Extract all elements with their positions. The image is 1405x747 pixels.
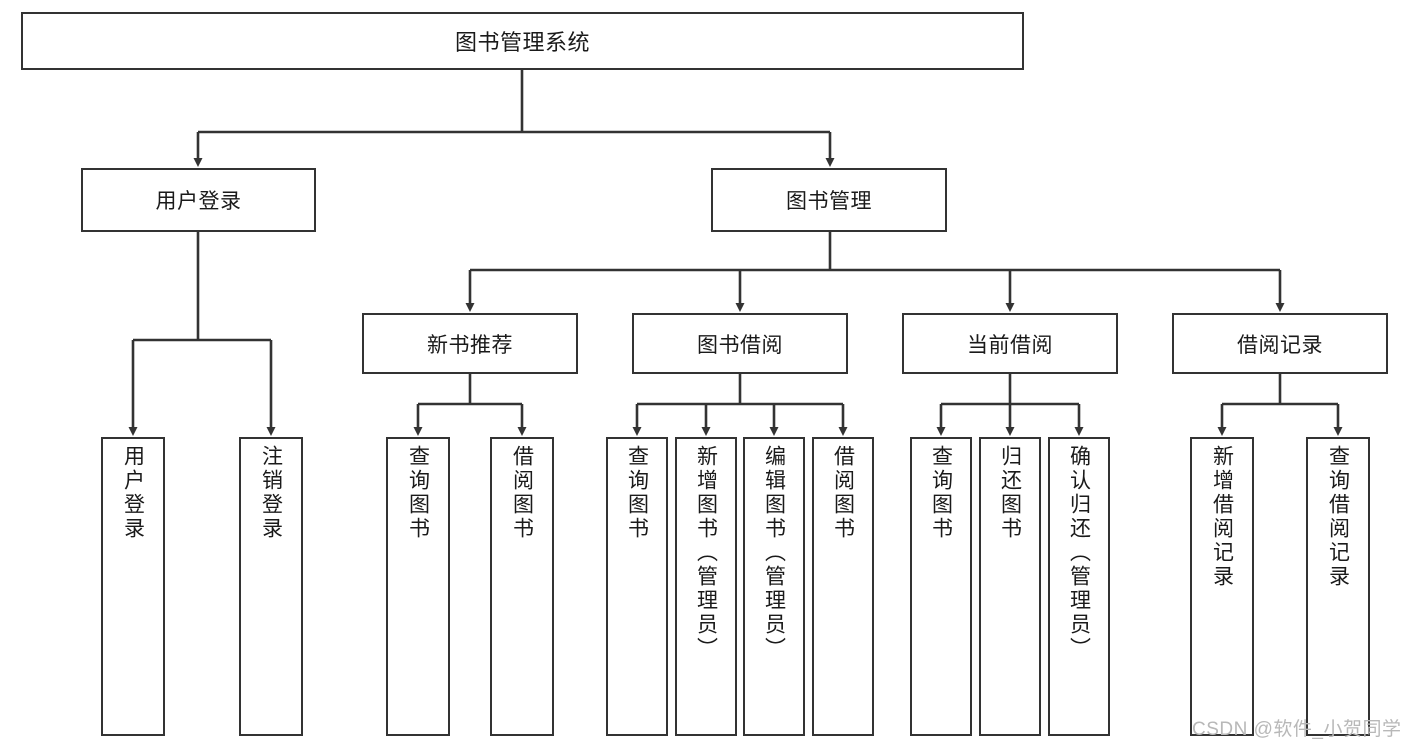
leaf-logout-label: 注销登录 (259, 445, 283, 541)
leaf-borrow-book-recommend-label: 借阅图书 (510, 445, 534, 541)
watermark: CSDN @软件_小贺同学 (1192, 719, 1402, 740)
leaf-add-borrow-record[interactable]: 新增借阅记录 (1190, 437, 1254, 736)
node-book-management-label: 图书管理 (786, 190, 872, 213)
leaf-add-book-admin-label: 新增图书（管理员） (694, 445, 718, 661)
node-current-borrow-label: 当前借阅 (967, 333, 1053, 357)
leaf-borrow-book[interactable]: 借阅图书 (812, 437, 874, 736)
leaf-query-book-recommend-label: 查询图书 (406, 445, 430, 541)
node-book-borrow-label: 图书借阅 (697, 333, 783, 357)
leaf-borrow-book-recommend[interactable]: 借阅图书 (490, 437, 554, 736)
leaf-add-book-admin[interactable]: 新增图书（管理员） (675, 437, 737, 736)
node-current-borrow[interactable]: 当前借阅 (902, 313, 1118, 374)
leaf-return-book[interactable]: 归还图书 (979, 437, 1041, 736)
node-root-label: 图书管理系统 (454, 30, 590, 55)
leaf-return-book-label: 归还图书 (998, 445, 1022, 541)
node-new-book-recommend-label: 新书推荐 (427, 333, 513, 357)
leaf-edit-book-admin[interactable]: 编辑图书（管理员） (743, 437, 805, 736)
leaf-user-login[interactable]: 用户登录 (101, 437, 165, 736)
leaf-confirm-return-admin[interactable]: 确认归还（管理员） (1048, 437, 1110, 736)
leaf-query-borrow-record[interactable]: 查询借阅记录 (1306, 437, 1370, 736)
node-root[interactable]: 图书管理系统 (21, 12, 1024, 70)
leaf-query-borrow-record-label: 查询借阅记录 (1326, 445, 1350, 589)
leaf-borrow-book-label: 借阅图书 (831, 445, 855, 541)
leaf-query-book-current-label: 查询图书 (929, 445, 953, 541)
leaf-query-book-borrow-label: 查询图书 (625, 445, 649, 541)
node-new-book-recommend[interactable]: 新书推荐 (362, 313, 578, 374)
node-borrow-record-label: 借阅记录 (1237, 333, 1323, 357)
leaf-query-book-borrow[interactable]: 查询图书 (606, 437, 668, 736)
leaf-user-login-label: 用户登录 (121, 445, 145, 541)
node-book-borrow[interactable]: 图书借阅 (632, 313, 848, 374)
node-book-management[interactable]: 图书管理 (711, 168, 947, 232)
node-user-login[interactable]: 用户登录 (81, 168, 316, 232)
leaf-add-borrow-record-label: 新增借阅记录 (1210, 445, 1234, 589)
node-user-login-label: 用户登录 (155, 190, 242, 213)
leaf-query-book-current[interactable]: 查询图书 (910, 437, 972, 736)
leaf-logout[interactable]: 注销登录 (239, 437, 303, 736)
leaf-confirm-return-admin-label: 确认归还（管理员） (1067, 445, 1091, 661)
node-borrow-record[interactable]: 借阅记录 (1172, 313, 1388, 374)
leaf-query-book-recommend[interactable]: 查询图书 (386, 437, 450, 736)
leaf-edit-book-admin-label: 编辑图书（管理员） (762, 445, 786, 661)
